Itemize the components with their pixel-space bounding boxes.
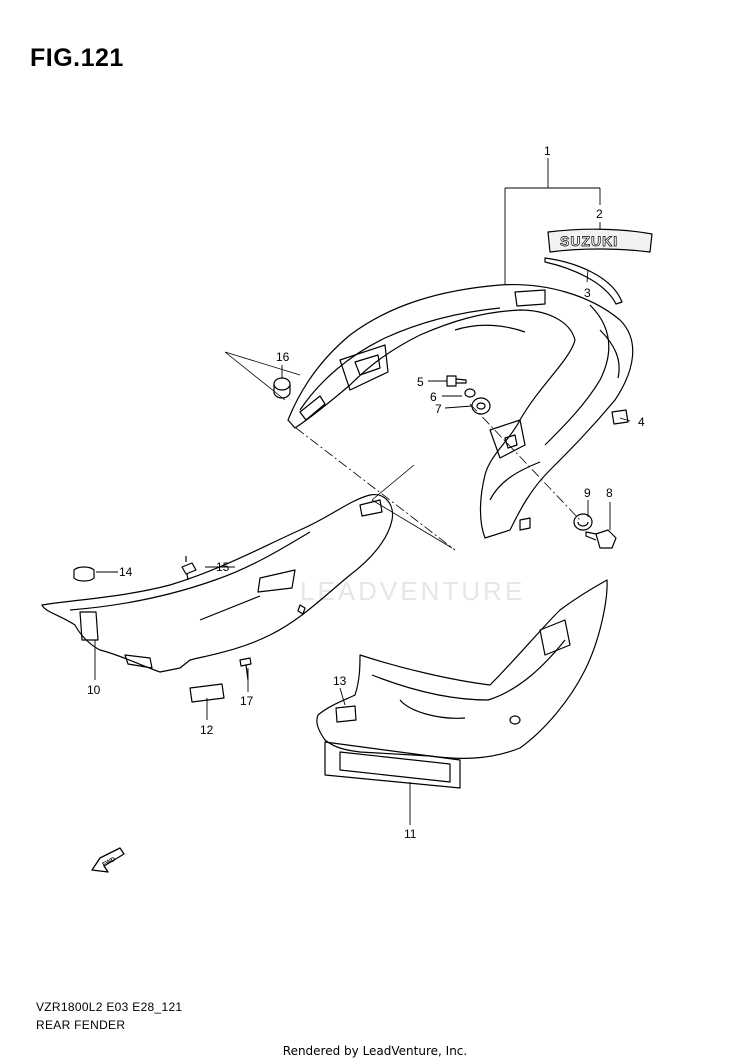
- callout-3: 3: [584, 286, 591, 300]
- pad-part: [335, 705, 357, 723]
- bolt-part: [585, 529, 617, 549]
- callout-4: 4: [638, 415, 645, 429]
- callout-15: 15: [216, 560, 230, 574]
- watermark: LEADVENTURE: [300, 576, 525, 606]
- screw-part: [446, 375, 467, 387]
- rear-cowl-part: [287, 283, 634, 539]
- fender-grommet-part: [73, 566, 95, 582]
- callout-10: 10: [87, 683, 101, 697]
- callout-6: 6: [430, 390, 437, 404]
- mud-guard-part: [316, 579, 608, 789]
- tape-strip-part: [544, 257, 623, 305]
- suzuki-emblem-text: SUZUKI: [560, 233, 618, 249]
- callout-14: 14: [119, 565, 133, 579]
- render-credit: Rendered by LeadVenture, Inc.: [282, 1044, 468, 1058]
- callout-12: 12: [200, 723, 214, 737]
- callout-11: 11: [404, 827, 417, 841]
- clip-nut-part: [611, 409, 629, 425]
- tapping-screw-part: [239, 657, 252, 681]
- rear-fender-part: [41, 493, 394, 673]
- push-clip-part: [181, 556, 197, 581]
- callout-8: 8: [606, 486, 613, 500]
- grommet-part: [471, 397, 491, 415]
- callout-7: 7: [435, 402, 442, 416]
- label-plate-part: [189, 683, 225, 703]
- model-code: VZR1800L2 E03 E28_121: [36, 1000, 183, 1014]
- callout-16: 16: [276, 350, 290, 364]
- callout-9: 9: [584, 486, 591, 500]
- suzuki-emblem-part: [547, 228, 653, 253]
- cushion-part: [573, 513, 593, 531]
- section-name: REAR FENDER: [36, 1018, 126, 1032]
- forward-direction-icon: [91, 847, 125, 873]
- figure-title: FIG.121: [30, 44, 124, 72]
- callout-13: 13: [333, 674, 347, 688]
- callout-2: 2: [596, 207, 603, 221]
- callout-17: 17: [240, 694, 254, 708]
- callout-5: 5: [417, 375, 424, 389]
- washer-part: [464, 388, 476, 398]
- callout-1: 1: [544, 144, 551, 158]
- seat-cushion-part: [273, 377, 291, 399]
